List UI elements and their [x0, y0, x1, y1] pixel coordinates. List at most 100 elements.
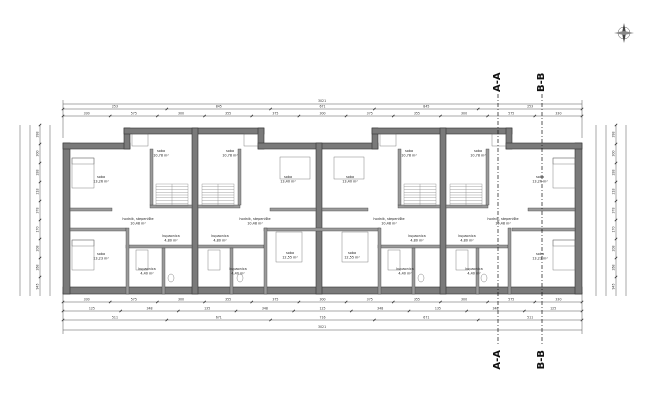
stair-flight — [155, 183, 189, 207]
dimension-label: 288 — [612, 169, 616, 175]
room-area: 13,26 m² — [93, 180, 109, 184]
dimension-label: 288 — [36, 169, 40, 175]
dimension-label: 945 — [612, 283, 616, 289]
dimension-label: 671 — [320, 105, 326, 109]
room-name: soba — [97, 175, 105, 179]
dimension-label: 125 — [320, 307, 326, 311]
dimension-label: 135 — [204, 307, 210, 311]
room-name: hodnik, stepenište — [487, 217, 518, 221]
room-name: soba — [284, 175, 292, 179]
room-area: 12,55 m² — [282, 256, 298, 260]
dimension-label: 398 — [612, 131, 616, 137]
room-name: soba — [474, 149, 482, 153]
room-area: 13,40 m² — [342, 180, 358, 184]
room-area: 10,78 m² — [222, 154, 238, 158]
dimension-label: 300 — [612, 150, 616, 156]
section-b-bottom-label: B-B — [536, 350, 547, 369]
room-name: kupaonica — [162, 234, 179, 238]
section-line-b: B-B B-B — [536, 73, 547, 370]
dimension-label: 125 — [89, 307, 95, 311]
top-overall-dim: 3021 — [318, 99, 326, 103]
section-b-top-label: B-B — [536, 73, 547, 92]
room-name: kupaonica — [138, 267, 155, 271]
dimension-label: 575 — [131, 112, 137, 116]
dimension-label: 375 — [272, 112, 278, 116]
dimension-label: 671 — [423, 316, 429, 320]
dimension-label: 330 — [555, 298, 561, 302]
dimension-label: 511 — [527, 316, 533, 320]
dimension-label: 375 — [272, 298, 278, 302]
dimension-label: 945 — [36, 283, 40, 289]
room-area: 10,48 m² — [247, 222, 263, 226]
dimension-label: 575 — [508, 298, 514, 302]
room-name: soba — [405, 149, 413, 153]
inner-walls — [69, 148, 576, 295]
staircase — [155, 183, 483, 207]
room-area: 4,80 m² — [460, 239, 474, 243]
dimension-label: 208 — [36, 245, 40, 251]
dimension-label: 300 — [461, 298, 467, 302]
bottom-overall-dim: 3021 — [318, 325, 326, 329]
room-area: 10,78 m² — [401, 154, 417, 158]
room-name: hodnik, stepenište — [239, 217, 270, 221]
room-name: kupaonica — [211, 234, 228, 238]
room-name: soba — [226, 149, 234, 153]
dimension-label: 375 — [367, 298, 373, 302]
room-name: soba — [286, 251, 294, 255]
dimension-label: 575 — [131, 298, 137, 302]
dimension-label: 300 — [36, 150, 40, 156]
dimension-label: 348 — [493, 307, 499, 311]
room-name: soba — [536, 175, 544, 179]
dimension-label: 330 — [84, 298, 90, 302]
room-area: 13,40 m² — [280, 180, 296, 184]
section-line-a: A-A A-A — [492, 72, 503, 370]
dimension-label: 330 — [555, 112, 561, 116]
room-name: kupaonica — [465, 267, 482, 271]
dimension-label: 355 — [414, 298, 420, 302]
dimension-label: 845 — [423, 105, 429, 109]
dimension-label: 671 — [216, 316, 222, 320]
section-a-top-label: A-A — [492, 72, 503, 92]
stair-flight — [449, 183, 483, 207]
room-area: 10,48 m² — [495, 222, 511, 226]
room-area: 13,23 m² — [93, 257, 109, 261]
dimension-label: 378 — [612, 207, 616, 213]
room-name: soba — [348, 251, 356, 255]
dimension-label: 348 — [147, 307, 153, 311]
room-area: 4,80 m² — [410, 239, 424, 243]
dimension-label: 125 — [550, 307, 556, 311]
room-name: kupaonica — [458, 234, 475, 238]
room-name: soba — [536, 252, 544, 256]
room-name: hodnik, stepenište — [373, 217, 404, 221]
dimension-label: 300 — [178, 298, 184, 302]
dimension-label: 268 — [612, 264, 616, 270]
dimension-label: 348 — [262, 307, 268, 311]
dimension-label: 253 — [112, 105, 118, 109]
dimension-label: 300 — [178, 112, 184, 116]
room-name: kupaonica — [229, 267, 246, 271]
room-area: 10,48 m² — [381, 222, 397, 226]
section-a-bottom-label: A-A — [492, 350, 503, 370]
room-area: 13,26 m² — [532, 180, 548, 184]
dimension-label: 511 — [112, 316, 118, 320]
dimension-label: 355 — [225, 112, 231, 116]
room-name: kupaonica — [396, 267, 413, 271]
room-area: 10,48 m² — [130, 222, 146, 226]
room-name: soba — [157, 149, 165, 153]
room-name: hodnik, stepenište — [122, 217, 153, 221]
room-area: 13,23 m² — [532, 257, 548, 261]
dimension-label: 300 — [320, 112, 326, 116]
party-walls — [191, 127, 447, 295]
dimension-label: 355 — [225, 298, 231, 302]
room-area: 4,80 m² — [164, 239, 178, 243]
room-area: 10,78 m² — [153, 154, 169, 158]
room-area: 4,40 m² — [467, 272, 481, 276]
dimension-label: 300 — [461, 112, 467, 116]
room-area: 12,55 m² — [344, 256, 360, 260]
room-area: 4,40 m² — [140, 272, 154, 276]
stair-flight — [403, 183, 437, 207]
